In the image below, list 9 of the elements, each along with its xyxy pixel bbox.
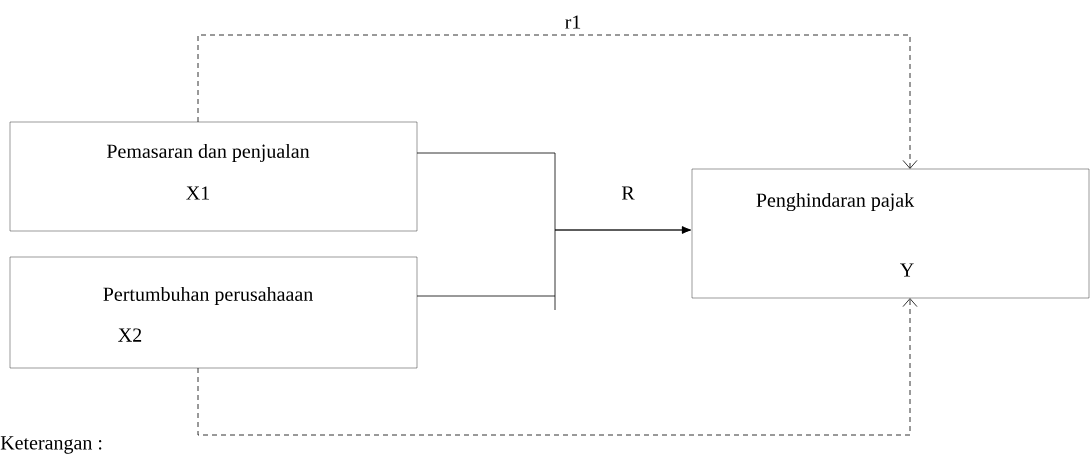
arrow	[416, 226, 691, 297]
edge-label: R	[620, 185, 636, 201]
process-box: Pertumbuhan perusahaaan X2	[9, 256, 418, 369]
note-text: Keterangan :	[0, 436, 102, 454]
edge-label: r1	[563, 14, 583, 30]
process-box: Pemasaran dan penjualan X1	[9, 121, 418, 232]
arrow	[197, 34, 918, 169]
process-box: Penghindaran pajak Y	[691, 168, 1090, 299]
arrow	[197, 298, 918, 436]
